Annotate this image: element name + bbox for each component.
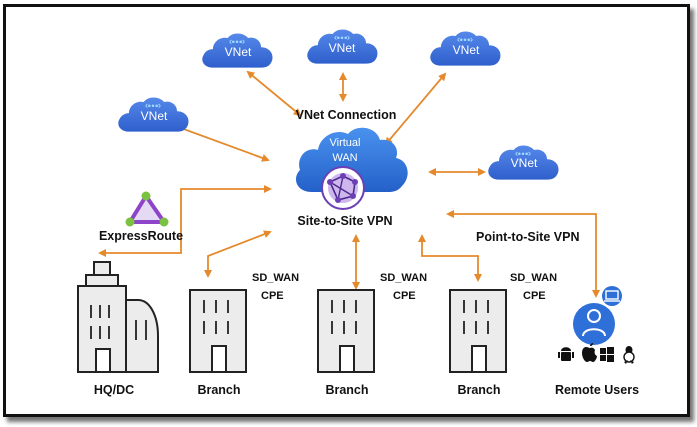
point-to-site-vpn-label: Point-to-Site VPN	[476, 230, 579, 244]
branch-building-2	[317, 289, 375, 373]
linux-icon	[623, 346, 635, 364]
vnet-label: VNet	[511, 156, 538, 170]
remote-user-icon	[573, 303, 615, 345]
vnet-label: VNet	[329, 41, 356, 55]
virtual-wan-hub: Virtual WAN	[296, 127, 408, 210]
vnet-cloud-5: VNet	[487, 145, 560, 181]
branch-label-3: Branch	[457, 383, 500, 397]
arrow-expressroute	[98, 185, 272, 257]
branch-label-2: Branch	[325, 383, 368, 397]
vnet-cloud-4: VNet	[117, 97, 190, 133]
branch-building-3	[449, 289, 507, 373]
remote-users-label: Remote Users	[555, 383, 639, 397]
vnet-label: VNet	[453, 43, 480, 57]
apple-icon	[582, 343, 597, 362]
vnet-cloud-2: VNet	[306, 29, 379, 65]
arrow-vnet-3	[384, 72, 447, 146]
branch-label-1: Branch	[197, 383, 240, 397]
vnet-label: VNet	[225, 45, 252, 59]
vnet-label: VNet	[141, 109, 168, 123]
virtual-wan-line1: Virtual	[330, 137, 361, 149]
arrow-remote	[446, 210, 600, 298]
cpe-label-2: CPE	[393, 290, 416, 302]
sdwan-label-3: SD_WAN	[510, 272, 557, 284]
arrow-branch-3	[418, 234, 482, 282]
expressroute-label: ExpressRoute	[99, 229, 183, 243]
sdwan-label-1: SD_WAN	[252, 272, 299, 284]
laptop-icon	[602, 286, 622, 306]
virtual-wan-cloud	[296, 127, 408, 192]
branch-building-1	[189, 289, 247, 373]
hq-building-icon	[77, 261, 159, 373]
arrow-branch-1	[204, 230, 272, 278]
cpe-label-1: CPE	[261, 290, 284, 302]
vnet-connection-label: VNet Connection	[296, 108, 397, 122]
hq-label: HQ/DC	[94, 383, 134, 397]
windows-icon	[600, 347, 614, 362]
arrow-vnet-4	[168, 122, 270, 162]
sdwan-label-2: SD_WAN	[380, 272, 427, 284]
virtual-wan-icon	[321, 166, 365, 210]
connection-arrows	[98, 70, 600, 298]
cpe-label-3: CPE	[523, 290, 546, 302]
expressroute-icon	[125, 191, 169, 227]
virtual-wan-line2: WAN	[332, 152, 357, 164]
android-icon	[558, 347, 574, 361]
os-icons	[558, 343, 635, 364]
site-to-site-vpn-label: Site-to-Site VPN	[297, 214, 392, 228]
vnet-cloud-3: VNet	[429, 31, 502, 67]
vnet-cloud-1: VNet	[201, 33, 274, 69]
arrow-vnet-1	[246, 70, 302, 117]
